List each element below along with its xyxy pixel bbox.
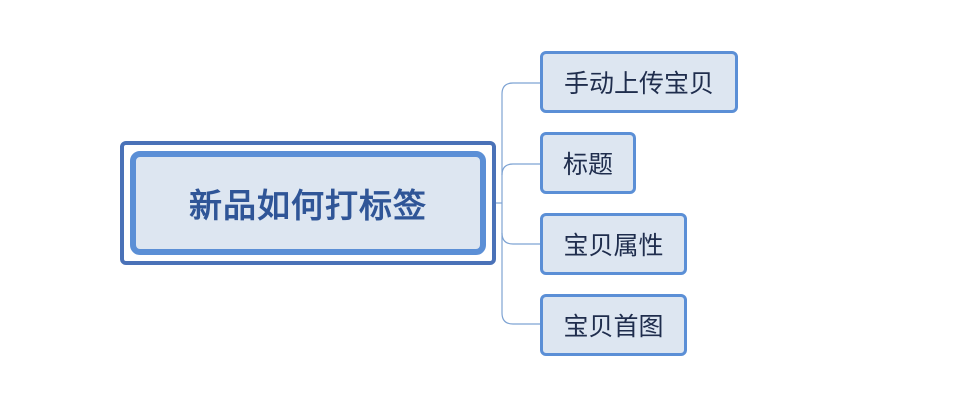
branch-node-title[interactable]: 标题 xyxy=(540,132,636,194)
connector-trunk xyxy=(501,82,514,325)
branch-node-label: 宝贝首图 xyxy=(563,312,664,341)
branch-node-item-attributes[interactable]: 宝贝属性 xyxy=(540,213,687,275)
branch-node-label: 标题 xyxy=(562,150,613,179)
connector-branch-3 xyxy=(501,232,541,245)
root-node[interactable]: 新品如何打标签 xyxy=(120,141,496,265)
branch-node-label: 宝贝属性 xyxy=(563,231,664,260)
branch-node-manual-upload[interactable]: 手动上传宝贝 xyxy=(540,51,738,113)
branch-node-main-image[interactable]: 宝贝首图 xyxy=(540,294,687,356)
connector-branch-2 xyxy=(501,163,541,176)
branch-node-label: 手动上传宝贝 xyxy=(563,69,714,98)
root-node-inner: 新品如何打标签 xyxy=(130,151,486,255)
root-node-label: 新品如何打标签 xyxy=(189,186,427,225)
